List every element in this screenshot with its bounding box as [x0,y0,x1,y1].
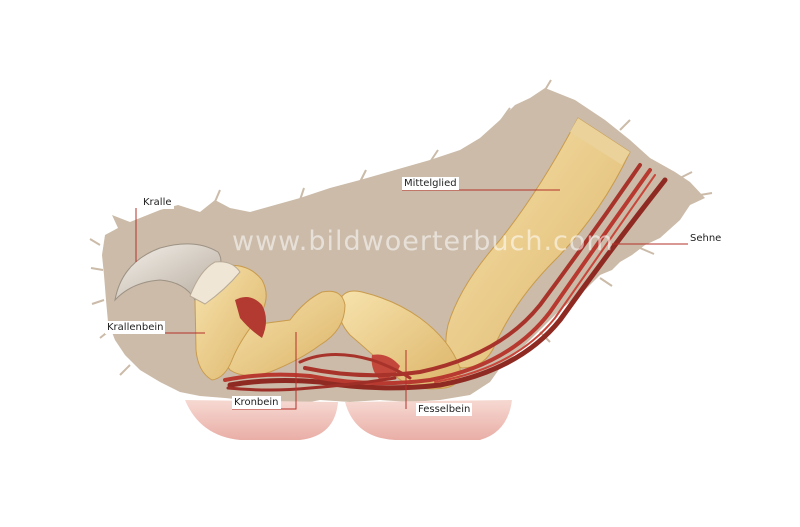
watermark: www.bildwoerterbuch.com [232,226,614,257]
label-sehne: Sehne [688,232,724,245]
kronbein-bone [222,290,346,376]
leader-kronbein [232,332,297,410]
label-kronbein: Kronbein [232,396,281,409]
mittelglied-band [570,118,630,165]
toe-pad [185,400,338,440]
joint-ligament [235,296,266,338]
claw-base [189,261,241,305]
label-fesselbein: Fesselbein [416,403,473,416]
label-krallenbein: Krallenbein [105,321,166,334]
tendons [223,163,668,392]
label-mittelglied: Mittelglied [402,177,459,190]
mittelglied-bone [445,117,631,369]
label-kralle: Kralle [141,196,174,209]
